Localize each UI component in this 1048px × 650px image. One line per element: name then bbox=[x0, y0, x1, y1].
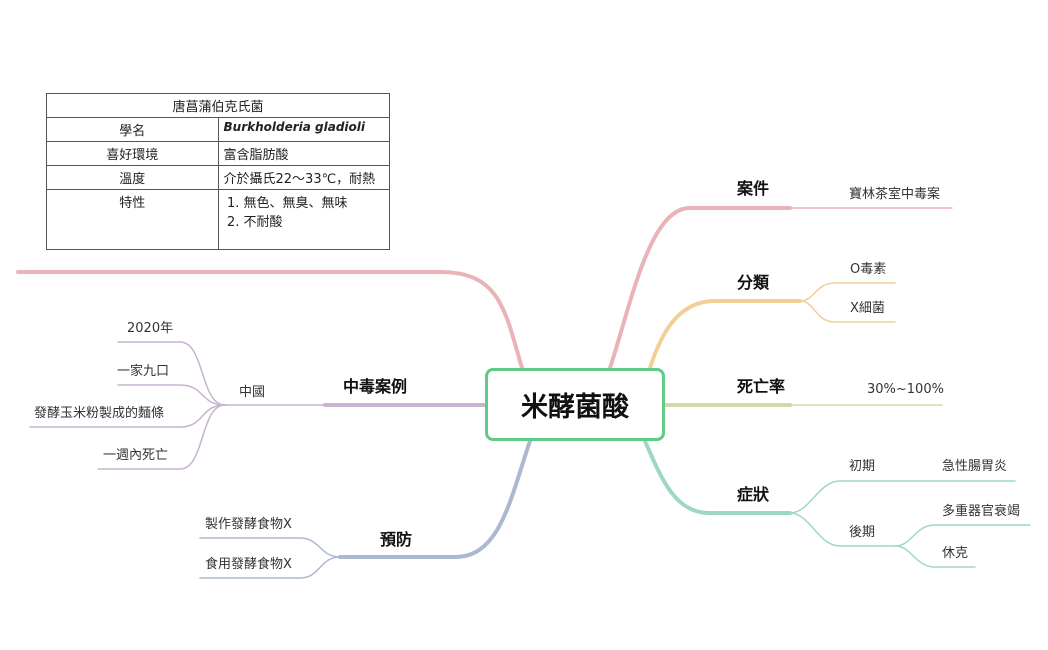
subtopic-case-name[interactable]: 寶林茶室中毒案 bbox=[849, 187, 941, 202]
link-prevention-1 bbox=[199, 537, 341, 558]
info-value-environment: 富含脂肪酸 bbox=[217, 141, 390, 166]
trait-item: 不耐酸 bbox=[244, 211, 385, 230]
subtopic-bacteria[interactable]: X細菌 bbox=[850, 301, 885, 316]
topic-mortality[interactable]: 死亡率 bbox=[737, 377, 786, 396]
link-symptoms-late-2 bbox=[894, 545, 976, 568]
info-value-temperature: 介於攝氏22～33℃，耐熱 bbox=[217, 165, 390, 190]
topic-prevention[interactable]: 預防 bbox=[380, 530, 413, 549]
link-detail-3 bbox=[29, 404, 226, 428]
link-classification-x bbox=[799, 300, 896, 323]
link-prevention bbox=[338, 439, 532, 559]
subtopic-organ-failure[interactable]: 多重器官衰竭 bbox=[942, 504, 1021, 519]
link-classification-o bbox=[799, 282, 896, 302]
subtopic-make-fermented[interactable]: 製作發酵食物X bbox=[205, 517, 292, 532]
info-label-scientific-name: 學名 bbox=[46, 117, 219, 142]
subtopic-eat-fermented[interactable]: 食用發酵食物X bbox=[205, 557, 292, 572]
link-symptoms bbox=[643, 439, 792, 515]
topic-symptoms[interactable]: 症狀 bbox=[737, 485, 770, 504]
info-value-scientific-name: Burkholderia gladioli bbox=[217, 117, 390, 142]
subtopic-toxin[interactable]: O毒素 bbox=[850, 262, 887, 277]
link-symptoms-late-1 bbox=[894, 524, 1031, 547]
link-symptoms-late bbox=[789, 512, 896, 547]
topic-poison-cases[interactable]: 中毒案例 bbox=[343, 377, 408, 396]
info-label-temperature: 溫度 bbox=[46, 165, 219, 190]
topic-cases[interactable]: 案件 bbox=[737, 179, 770, 198]
link-detail-2 bbox=[117, 384, 226, 406]
central-topic[interactable]: 米酵菌酸 bbox=[485, 368, 665, 441]
info-table: 唐菖蒲伯克氏菌 學名 Burkholderia gladioli 喜好環境 富含… bbox=[46, 93, 390, 250]
info-table-title: 唐菖蒲伯克氏菌 bbox=[46, 93, 390, 118]
detail-year[interactable]: 2020年 bbox=[127, 321, 174, 336]
info-value-traits: 無色、無臭、無味 不耐酸 bbox=[217, 189, 390, 250]
subtopic-late[interactable]: 後期 bbox=[849, 525, 876, 540]
subtopic-early[interactable]: 初期 bbox=[849, 459, 876, 474]
info-label-traits: 特性 bbox=[46, 189, 219, 250]
subtopic-gastroenteritis[interactable]: 急性腸胃炎 bbox=[942, 459, 1008, 474]
link-detail-4 bbox=[97, 404, 226, 470]
detail-family[interactable]: 一家九口 bbox=[117, 364, 170, 379]
link-symptoms-early bbox=[789, 480, 1016, 514]
subtopic-shock[interactable]: 休克 bbox=[942, 546, 969, 561]
topic-classification[interactable]: 分類 bbox=[737, 273, 770, 292]
subtopic-mortality-value[interactable]: 30%~100% bbox=[867, 382, 944, 397]
trait-item: 無色、無臭、無味 bbox=[244, 192, 385, 211]
link-classification bbox=[648, 299, 802, 370]
detail-noodles[interactable]: 發酵玉米粉製成的麵條 bbox=[34, 406, 165, 421]
subtopic-region[interactable]: 中國 bbox=[239, 385, 266, 400]
link-detail-1 bbox=[117, 341, 226, 406]
detail-death[interactable]: 一週內死亡 bbox=[103, 448, 169, 463]
info-label-environment: 喜好環境 bbox=[46, 141, 219, 166]
link-cases bbox=[608, 206, 792, 370]
link-info-table bbox=[16, 270, 524, 370]
link-prevention-2 bbox=[199, 556, 341, 579]
